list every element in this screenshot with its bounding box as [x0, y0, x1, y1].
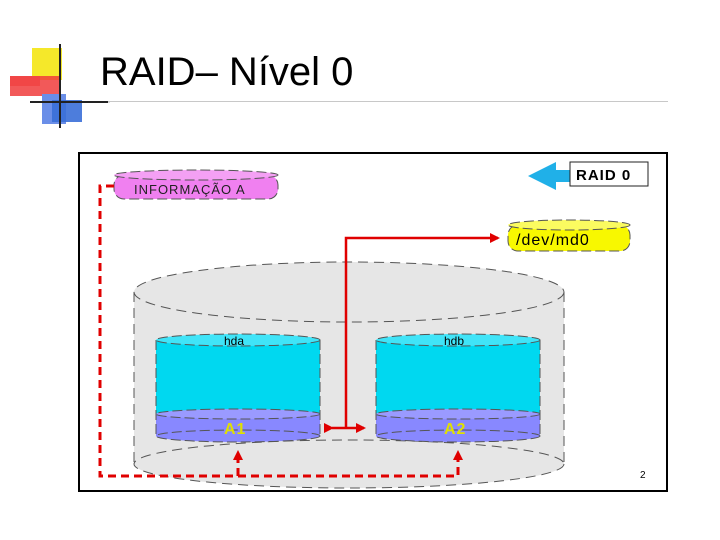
- disk-hda-label: hda: [224, 334, 244, 348]
- title-underline: [108, 101, 668, 102]
- raid0-diagram: RAID 0 INFORMAÇÃO A /dev/md0 hda hdb A1 …: [78, 152, 668, 492]
- block-a2-label: A2: [444, 421, 466, 438]
- info-a-cylinder: [113, 169, 279, 200]
- raid-label-box: [569, 161, 649, 187]
- block-a1-label: A1: [224, 421, 246, 438]
- page-title: RAID– Nível 0: [100, 50, 354, 94]
- disk-hda: [155, 333, 321, 443]
- raid0-diagram-svg: RAID 0 INFORMAÇÃO A /dev/md0 hda hdb A1 …: [78, 152, 668, 492]
- disk-hdb-label: hdb: [444, 334, 464, 348]
- md0-label: /dev/md0: [516, 232, 590, 249]
- raid-label: RAID 0: [576, 167, 631, 184]
- info-a-label: INFORMAÇÃO A: [134, 182, 246, 197]
- raid-pointer-icon: [528, 162, 572, 190]
- md0-link-arrow: [344, 233, 500, 428]
- title-decoration: [0, 40, 720, 130]
- info-to-a2-dashed-arrow: [98, 184, 463, 478]
- page-number: 2: [640, 470, 646, 481]
- disk-hdb: [375, 333, 541, 443]
- md0-cylinder: [507, 219, 631, 252]
